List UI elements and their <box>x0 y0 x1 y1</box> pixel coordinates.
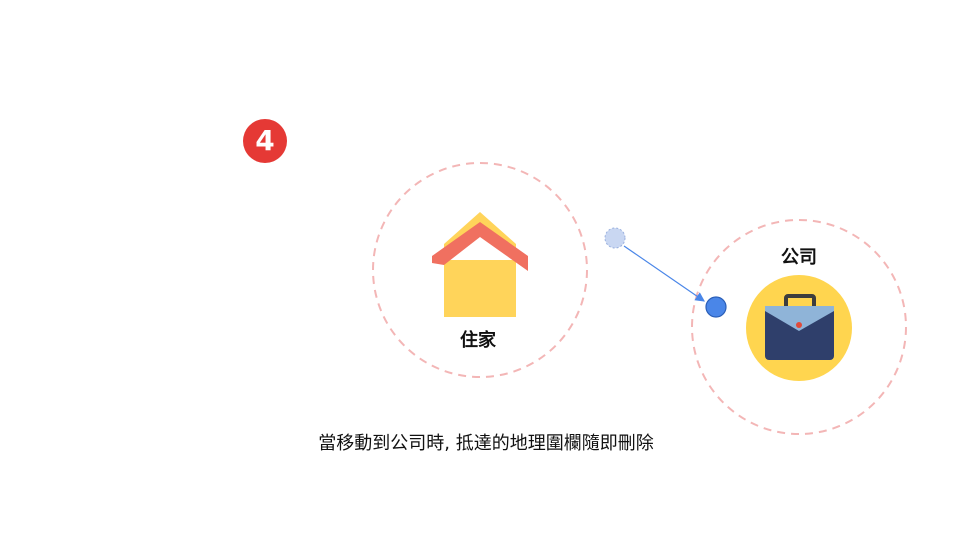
current-position-marker <box>705 296 727 318</box>
movement-arrow <box>623 245 705 302</box>
home-label: 住家 <box>460 330 496 351</box>
office-label: 公司 <box>781 247 817 268</box>
previous-position-marker <box>604 227 626 249</box>
home-geofence <box>372 162 588 378</box>
step-number-badge: 4 <box>243 119 287 163</box>
diagram-caption: 當移動到公司時, 抵達的地理圍欄隨即刪除 <box>318 433 654 454</box>
office-geofence <box>691 219 907 435</box>
house-icon <box>432 212 528 317</box>
briefcase-icon <box>746 275 852 381</box>
